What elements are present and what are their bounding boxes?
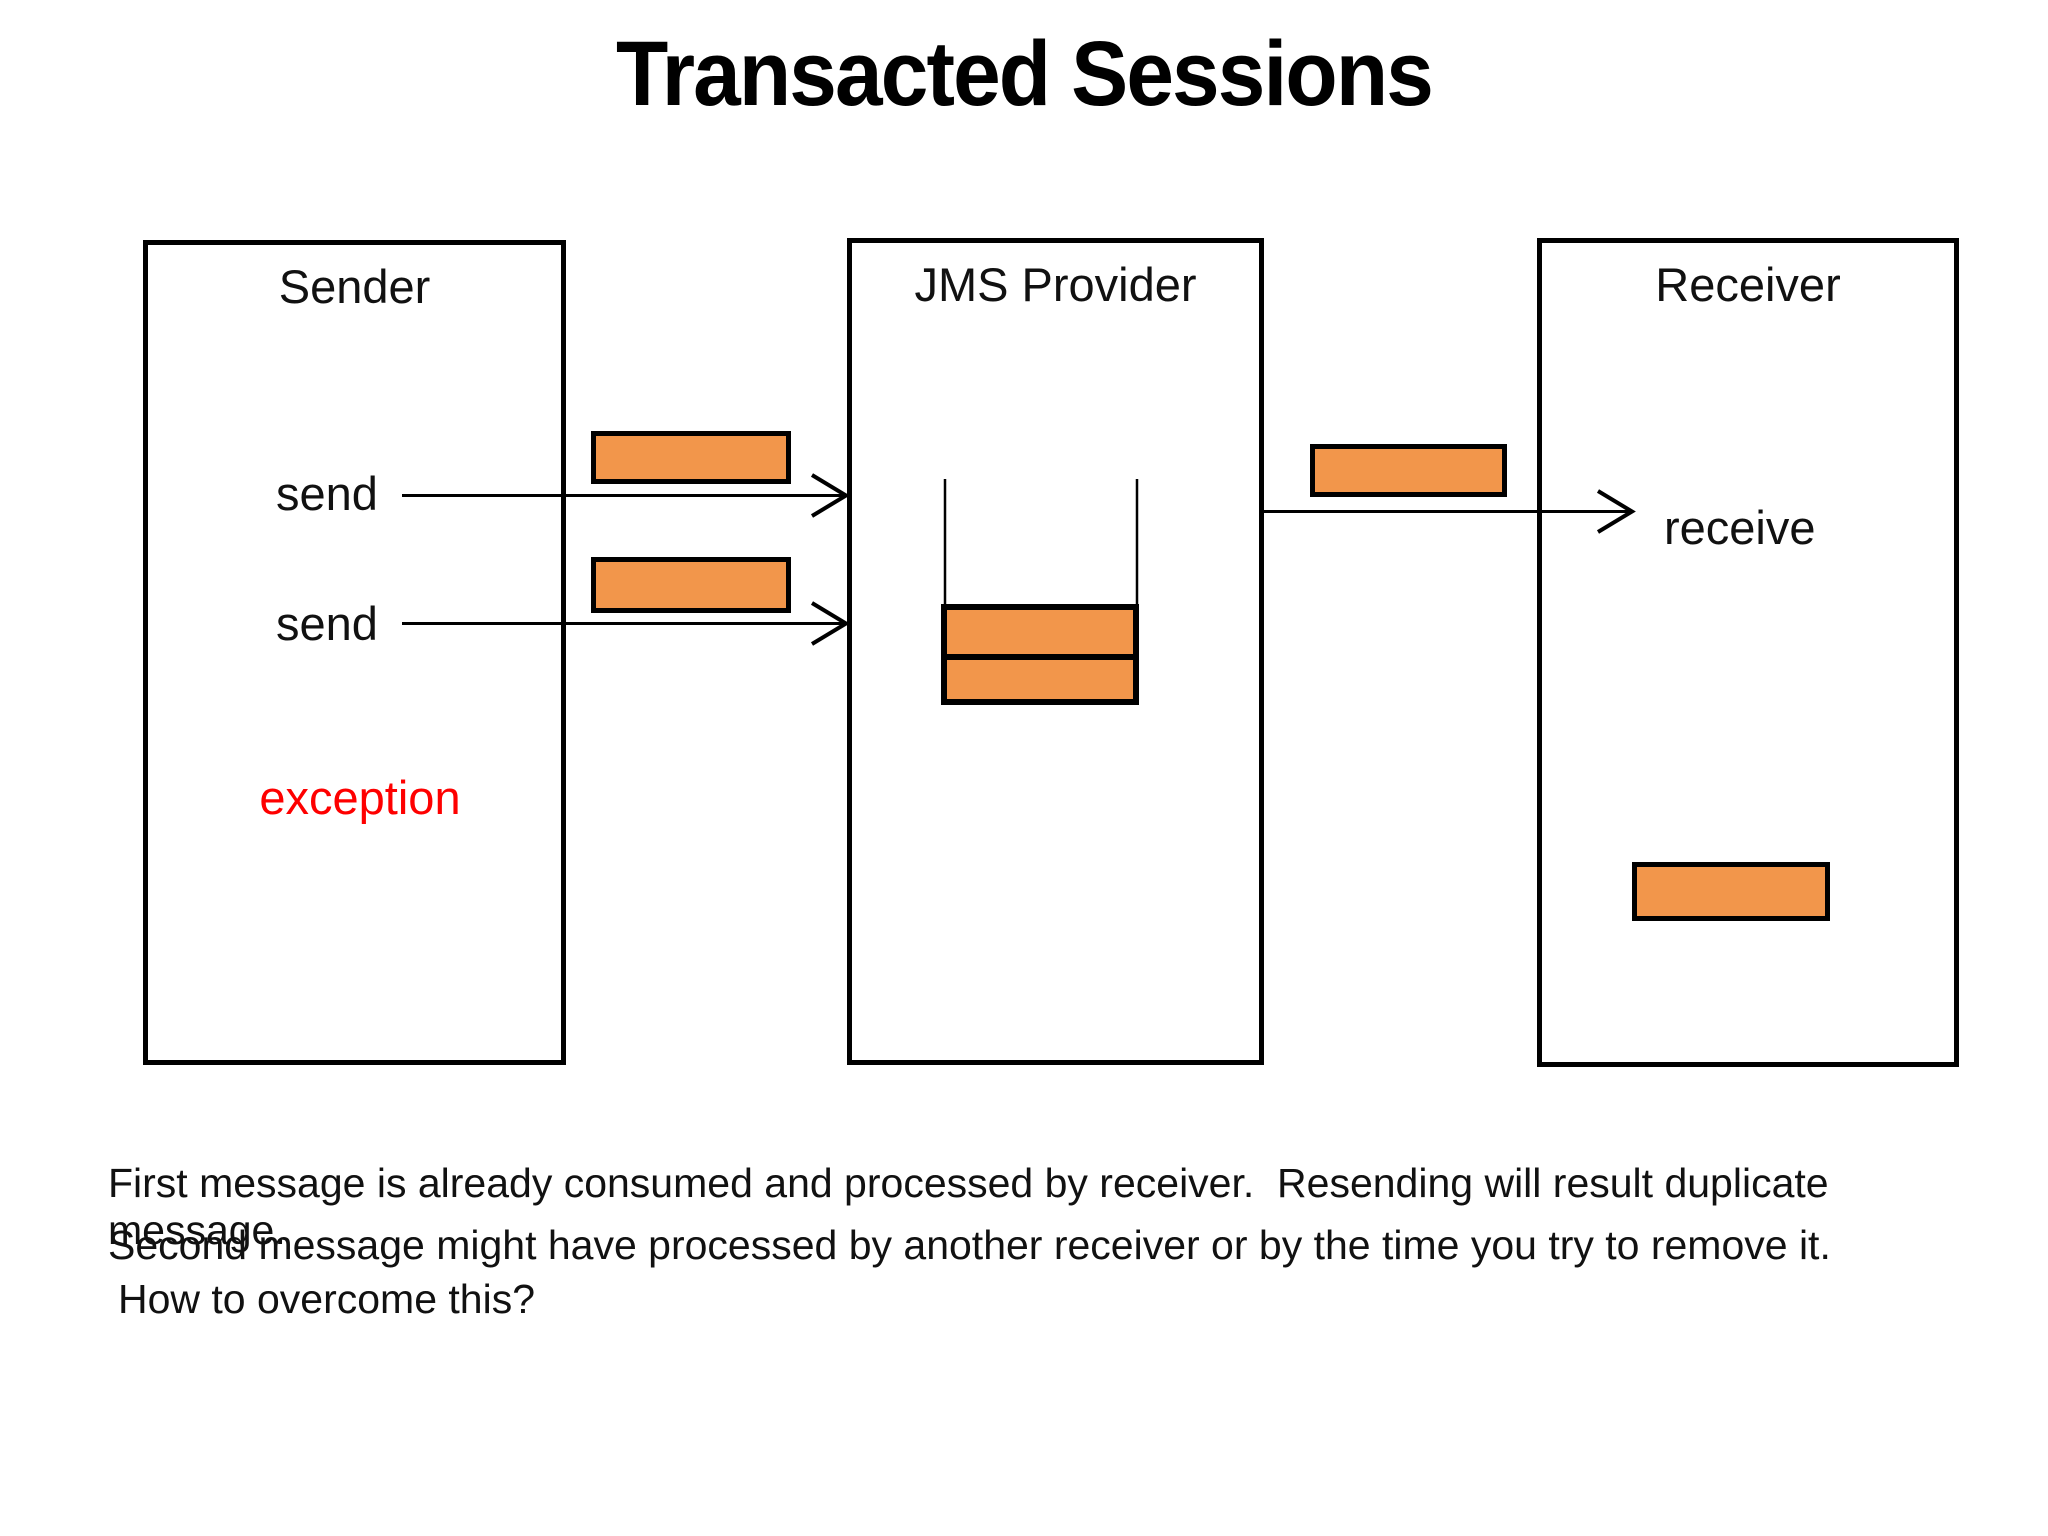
jms-provider-box-label: JMS Provider [914,258,1197,311]
message-in-transit-2 [591,557,791,613]
note-line-3: How to overcome this? [118,1276,536,1322]
queue-stack-divider [947,654,1133,660]
sender-box-label: Sender [278,260,431,313]
sender-box: Sender [143,240,566,1065]
send-label-1: send [276,467,378,520]
exception-label: exception [259,771,461,824]
receive-label: receive [1664,501,1816,554]
message-to-receiver [1310,444,1507,497]
receiver-box-label: Receiver [1655,258,1841,311]
slide-title: Transacted Sessions [616,23,1434,125]
queued-messages-stack [941,604,1139,705]
receiver-box: Receiver [1537,238,1959,1067]
message-consumed-by-receiver [1632,862,1830,921]
message-in-transit-1 [591,431,791,484]
send-label-2: send [276,597,378,650]
note-line-2: Second message might have processed by a… [108,1222,1831,1268]
note-line-1: First message is already consumed and pr… [108,1160,1840,1253]
